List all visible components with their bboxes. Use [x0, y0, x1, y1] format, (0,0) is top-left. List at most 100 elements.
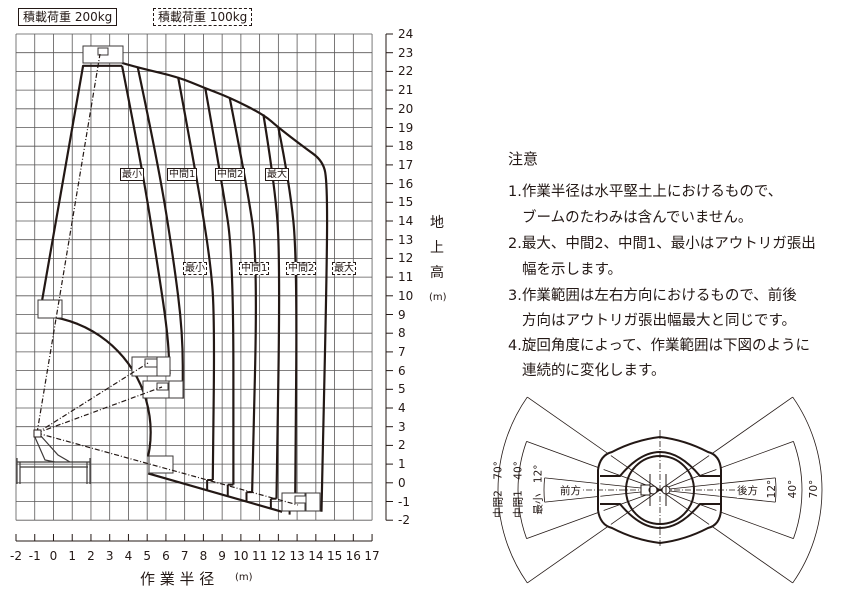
- y-tick-label: 2: [398, 438, 406, 453]
- y-tick-label: 13: [398, 232, 414, 247]
- right-12-label: 12°: [766, 479, 778, 499]
- y-tick-label: 10: [398, 288, 414, 303]
- angle-ray-inner: [610, 489, 661, 525]
- x-tick-label: 8: [199, 549, 208, 563]
- platform-box-100kg: [97, 47, 109, 56]
- outrigger-envelope-line: [177, 76, 216, 481]
- outrigger-envelope-line: [262, 114, 281, 499]
- angle-ray-inner: [659, 489, 710, 525]
- y-tick-label: 18: [398, 139, 414, 154]
- y-tick-label: 15: [398, 195, 414, 210]
- label-200-max: 最大: [265, 168, 289, 181]
- y-tick-label: 9: [398, 307, 406, 322]
- label-100-max: 最大: [332, 262, 356, 275]
- boom-head-icon: [648, 485, 658, 495]
- y-tick-label: 1: [398, 457, 406, 472]
- y-tick-label: 17: [398, 157, 414, 172]
- x-tick-label: 0: [49, 549, 58, 563]
- x-tick-label: 10: [233, 549, 249, 563]
- note-line: 4.旋回角度によって、作業範囲は下図のように: [508, 338, 810, 354]
- note-line: 1.作業半径は水平堅土上におけるもので、: [508, 184, 783, 200]
- x-tick-label: 16: [345, 549, 361, 563]
- legend-200kg: 積載荷重 200kg: [18, 8, 118, 26]
- y-tick-label: 7: [398, 344, 406, 359]
- y-tick-label: 11: [398, 270, 414, 285]
- label-200-mid1: 中間1: [167, 168, 198, 181]
- y-tick-label: 12: [398, 251, 414, 266]
- label-100-min: 最小: [183, 262, 207, 275]
- y-tick-label: 21: [398, 83, 414, 98]
- x-tick-label: 2: [87, 549, 95, 563]
- platform-box-100kg: [156, 382, 169, 391]
- y-tick-label: -1: [398, 494, 410, 509]
- inner-envelope-arc: [37, 314, 152, 457]
- x-tick-label: 4: [124, 549, 133, 563]
- legend-100kg: 積載荷重 100kg: [153, 8, 253, 26]
- outrigger-envelope-line: [277, 127, 298, 495]
- platform-box: [168, 380, 184, 399]
- x-tick-label: 3: [105, 549, 114, 563]
- angle-arc: [497, 396, 528, 584]
- angle-ray-inner: [659, 489, 717, 511]
- x-axis-unit: (m): [235, 572, 253, 583]
- y-tick-label: 14: [398, 214, 414, 228]
- left-envelope: [41, 64, 123, 300]
- x-tick-label: 9: [218, 549, 226, 563]
- outrigger-icon: [649, 474, 667, 506]
- x-tick-label: 12: [270, 549, 286, 563]
- x-tick-label: 6: [162, 549, 170, 563]
- angle-ray-inner: [659, 469, 717, 491]
- label-100-mid2: 中間2: [286, 262, 317, 275]
- vehicle-base: [16, 434, 91, 484]
- left-12-label: 最小 12°: [532, 464, 545, 515]
- rear-label: 後方: [737, 483, 758, 498]
- boom-centerline: [36, 53, 101, 434]
- angle-ray-inner: [610, 455, 661, 491]
- y-axis-label-2: 上: [430, 240, 444, 256]
- y-tick-label: 23: [398, 45, 414, 60]
- angle-arc: [792, 396, 823, 584]
- y-tick-label: 3: [398, 419, 406, 434]
- label-200-mid2: 中間2: [215, 168, 246, 181]
- angle-ray-inner: [659, 455, 710, 491]
- right-70-label: 70°: [808, 479, 820, 499]
- x-tick-label: 14: [308, 549, 324, 563]
- y-tick-label: 8: [398, 326, 406, 341]
- angle-arc: [774, 477, 777, 503]
- boom-centerline: [36, 386, 163, 434]
- y-tick-label: 4: [398, 401, 406, 415]
- label-200-min: 最小: [120, 168, 144, 181]
- y-tick-label: 0: [398, 475, 406, 490]
- platform-box-100kg: [294, 495, 307, 504]
- x-tick-label: 17: [364, 549, 380, 563]
- x-tick-label: 1: [68, 549, 77, 563]
- x-axis-label: 作 業 半 径: [140, 570, 215, 588]
- boom-pivot: [33, 429, 42, 438]
- left-40-label: 中間1 40°: [512, 461, 525, 518]
- angle-arc: [517, 441, 527, 539]
- y-tick-label: 6: [398, 363, 406, 378]
- outrigger-envelope-line: [136, 67, 184, 399]
- y-axis-label-1: 地: [430, 215, 444, 231]
- outrigger-envelope-line: [228, 97, 257, 493]
- x-tick-label: 5: [143, 549, 151, 563]
- label-100-mid1: 中間1: [239, 262, 270, 275]
- note-line: 3.作業範囲は左右方向におけるもので、前後: [508, 288, 797, 304]
- x-tick-label: -2: [10, 549, 22, 563]
- angle-arc: [793, 441, 803, 539]
- y-tick-label: 19: [398, 120, 414, 135]
- platform-box-100kg: [144, 358, 158, 368]
- outrigger-envelope-line: [120, 65, 171, 375]
- note-line: 連続的に変化します。: [522, 363, 666, 379]
- note-line: 2.最大、中間2、中間1、最小はアウトリガ張出: [508, 236, 816, 252]
- x-tick-label: 11: [251, 549, 268, 563]
- note-line: 幅を示します。: [522, 262, 623, 278]
- note-line: ブームのたわみは含んでいません。: [522, 210, 753, 226]
- y-tick-label: 22: [398, 64, 414, 79]
- bottom-envelope: [147, 472, 283, 513]
- y-tick-label: 16: [398, 176, 414, 191]
- y-tick-label: -2: [398, 513, 410, 528]
- x-tick-label: 15: [326, 549, 343, 563]
